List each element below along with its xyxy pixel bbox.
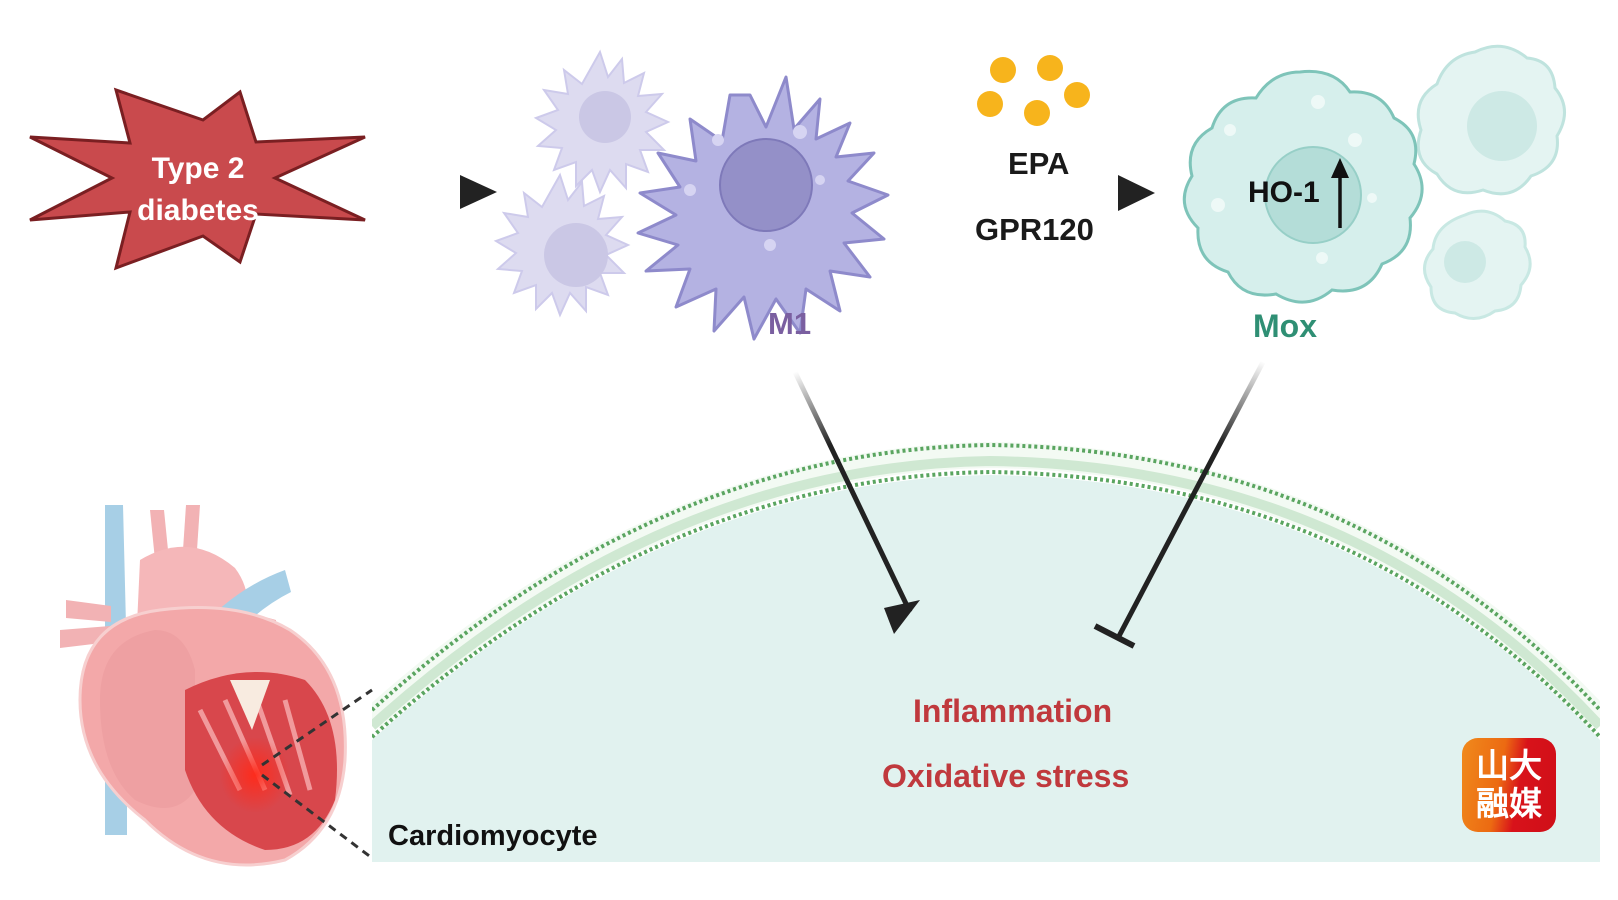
arrow-diabetes-to-m1 bbox=[362, 175, 497, 209]
gpr120-label: GPR120 bbox=[975, 212, 1094, 247]
epa-particles-icon bbox=[977, 55, 1090, 126]
diabetes-burst-icon bbox=[29, 87, 366, 271]
cardiomyocyte-cell bbox=[372, 441, 1600, 870]
heart-icon bbox=[60, 505, 347, 867]
m1-macrophage-icon bbox=[636, 75, 890, 341]
inhibit-mox-to-outcomes bbox=[1093, 360, 1266, 649]
mox-macrophage-small-icon bbox=[1423, 209, 1532, 320]
m1-macrophage-small-icon bbox=[493, 172, 631, 318]
mox-macrophage-small-icon bbox=[1416, 44, 1566, 196]
watermark-line1: 山大 bbox=[1476, 746, 1542, 785]
oxidative-stress-label: Oxidative stress bbox=[882, 758, 1130, 794]
cardiomyocyte-label: Cardiomyocyte bbox=[388, 820, 598, 852]
ho1-label: HO-1 bbox=[1248, 176, 1320, 209]
diabetes-label-line1: Type 2 bbox=[151, 152, 245, 185]
arrow-m1-to-mox bbox=[910, 175, 1155, 211]
m1-label: M1 bbox=[768, 306, 812, 341]
watermark-line2: 融媒 bbox=[1476, 784, 1542, 823]
m1-macrophage-small-icon bbox=[533, 49, 671, 195]
mox-label: Mox bbox=[1253, 308, 1317, 344]
cell-membrane bbox=[372, 441, 1600, 739]
zoom-callout-lines bbox=[261, 688, 373, 860]
diabetes-label: Type 2 diabetes bbox=[88, 148, 308, 232]
arrow-m1-to-outcomes bbox=[792, 370, 920, 634]
diabetes-label-line2: diabetes bbox=[137, 194, 259, 227]
ho1-up-arrow-icon bbox=[1331, 158, 1349, 228]
epa-label: EPA bbox=[1008, 146, 1070, 181]
watermark-logo: 山大 融媒 bbox=[1462, 738, 1556, 832]
inflammation-label: Inflammation bbox=[913, 693, 1113, 729]
